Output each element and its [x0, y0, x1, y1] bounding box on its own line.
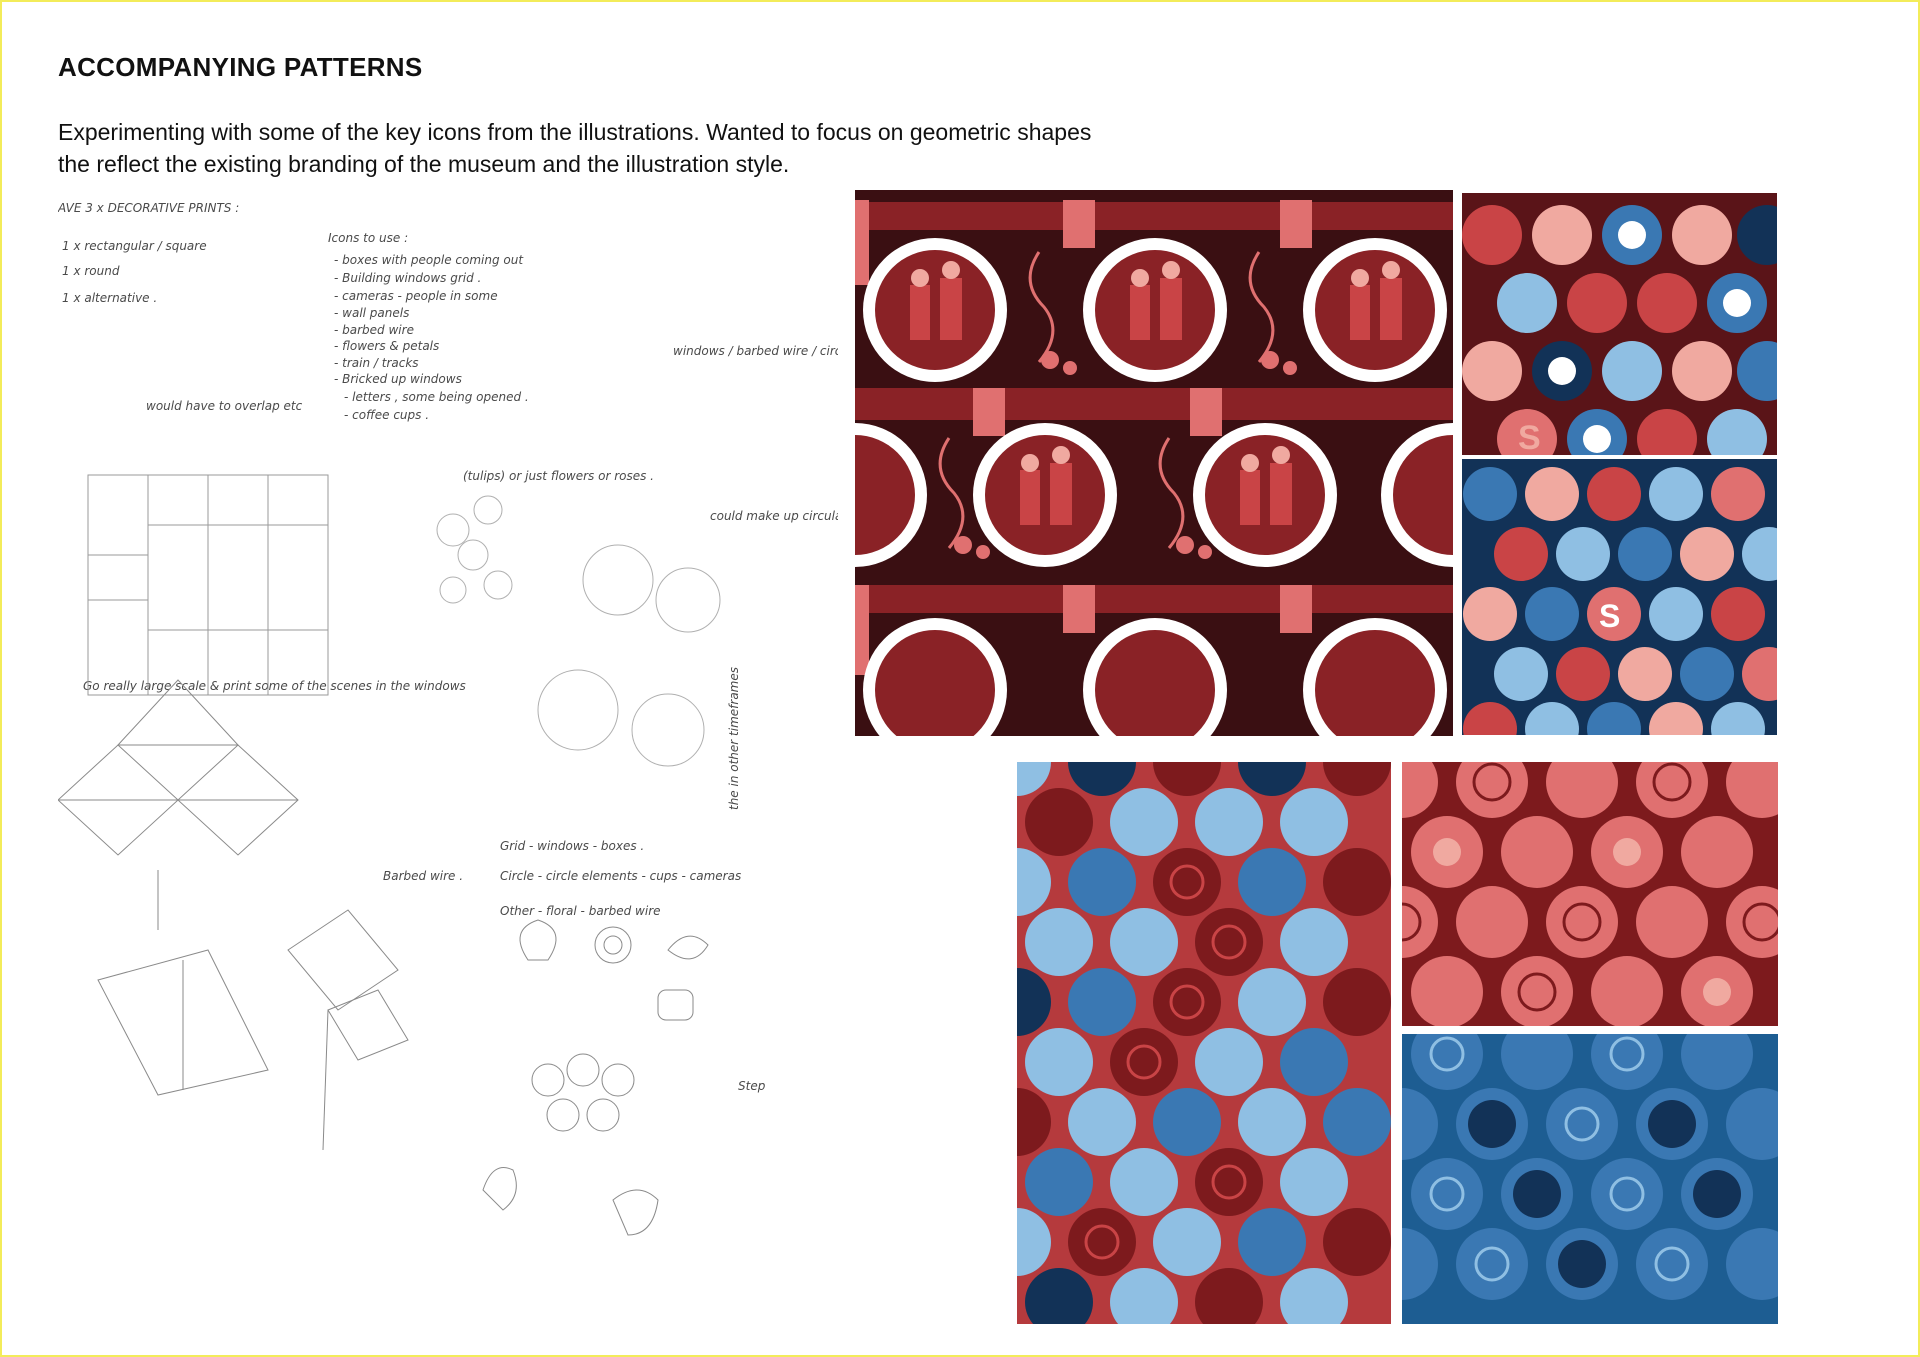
sketch-icon-6: - flowers & petals: [334, 339, 439, 353]
s-coin-glyph: S: [1518, 419, 1541, 455]
sketch-tulips-note: (tulips) or just flowers or roses .: [463, 469, 654, 483]
sketch-overlap-note: would have to overlap etc: [146, 399, 303, 413]
s-coin-glyph: S: [1599, 598, 1620, 634]
sketch-print-2: 1 x round: [62, 264, 120, 278]
rose-pattern-blue: [1402, 1034, 1778, 1324]
sketch-barbed-note: Barbed wire .: [383, 869, 463, 883]
sketch-step-note: Step: [738, 1079, 766, 1093]
sketch-icon-8: - Bricked up windows: [334, 372, 462, 386]
sketch-icon-10: - coffee cups .: [344, 408, 429, 422]
rose-flower-pattern-icon: [1017, 762, 1391, 1324]
sketch-icon-1: - boxes with people coming out: [334, 253, 524, 267]
rose-pattern-red: [1402, 762, 1778, 1026]
sketch-icons-heading: Icons to use :: [328, 231, 408, 245]
sketch-icon-7: - train / tracks: [334, 356, 419, 370]
coffee-cup-coin-pattern-icon: S: [1462, 193, 1777, 455]
sketch-circular-note: could make up circular print from circle…: [710, 509, 838, 523]
sketch-icon-4: - wall panels: [334, 306, 409, 320]
pencil-sketches: AVE 3 x DECORATIVE PRINTS : 1 x rectangu…: [58, 201, 838, 1236]
sketch-heading: AVE 3 x DECORATIVE PRINTS :: [58, 201, 239, 215]
page-title: ACCOMPANYING PATTERNS: [58, 52, 423, 82]
sketch-vertical-note: the in other timeframes: [727, 667, 741, 810]
coffee-cup-pattern-blue: S: [1462, 459, 1777, 735]
sketch-icon-9: - letters , some being opened .: [344, 390, 529, 404]
sketch-grid-3: Other - floral - barbed wire: [500, 904, 661, 918]
sketch-print-3: 1 x alternative .: [62, 291, 157, 305]
window-family-pattern: [855, 190, 1453, 736]
coffee-cup-pattern-red: S: [1462, 193, 1777, 455]
sketchbook-area: AVE 3 x DECORATIVE PRINTS : 1 x rectangu…: [58, 190, 838, 1310]
sketch-windows-note: windows / barbed wire / circular: [673, 344, 838, 358]
window-family-pattern-icon: [855, 190, 1453, 736]
sketch-grid-2: Circle - circle elements - cups - camera…: [500, 869, 741, 883]
sketch-grid-1: Grid - windows - boxes .: [500, 839, 644, 853]
rose-flower-pattern-red-icon: [1402, 762, 1778, 1026]
coffee-cup-coin-pattern-blue-icon: S: [1462, 459, 1777, 735]
page-description: Experimenting with some of the key icons…: [58, 119, 1092, 177]
sketch-icon-2: - Building windows grid .: [334, 271, 481, 285]
sketch-print-1: 1 x rectangular / square: [62, 239, 207, 253]
rose-flower-pattern-blue-icon: [1402, 1034, 1778, 1324]
sketch-icon-3: - cameras - people in some: [334, 289, 498, 303]
rose-pattern-mixed: [1017, 762, 1391, 1324]
sketch-scale-note: Go really large scale & print some of th…: [83, 679, 466, 693]
sketch-icon-5: - barbed wire: [334, 323, 414, 337]
